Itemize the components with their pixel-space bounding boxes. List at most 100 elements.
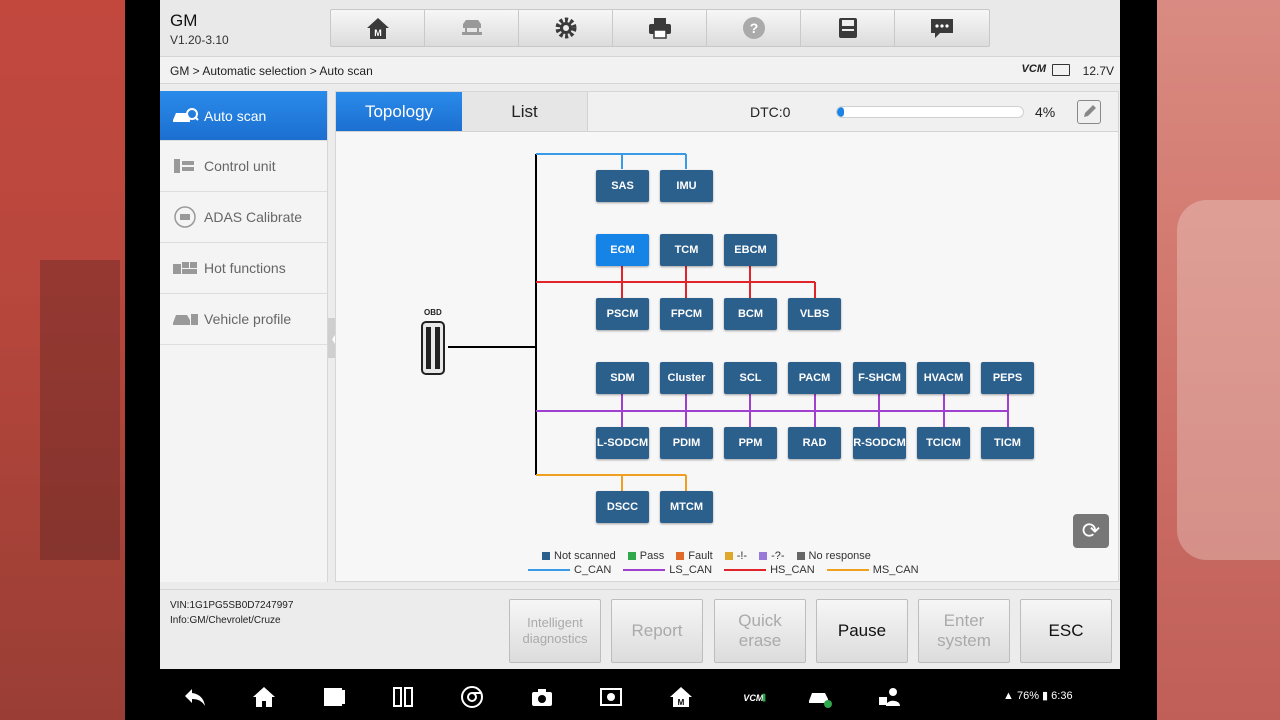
module-imu[interactable]: IMU xyxy=(660,170,713,202)
sidebar-item-label: Control unit xyxy=(204,158,276,174)
legend-item-ls-can: LS_CAN xyxy=(623,564,712,576)
sidebar-item-vehicle-profile[interactable]: Vehicle profile xyxy=(160,294,327,345)
vehicle-connect-button[interactable] xyxy=(805,683,835,711)
settings-button[interactable] xyxy=(519,10,613,46)
esc-button[interactable]: ESC xyxy=(1020,599,1112,663)
background-right xyxy=(1157,0,1280,720)
module-mtcm[interactable]: MTCM xyxy=(660,491,713,523)
obd-connector-icon xyxy=(421,321,445,375)
vci-button[interactable]: VCM xyxy=(735,683,775,711)
background-left xyxy=(0,0,125,720)
system-nav-bar: M VCM ▲ 76% ▮ 6:36 xyxy=(125,675,1157,720)
tab-bar: Topology List DTC:0 4% xyxy=(336,92,1118,132)
module-peps[interactable]: PEPS xyxy=(981,362,1034,394)
breadcrumb-bar: GM > Automatic selection > Auto scan VCM… xyxy=(160,56,1120,84)
browser-icon xyxy=(461,686,483,708)
module-pdim[interactable]: PDIM xyxy=(660,427,713,459)
print-button[interactable] xyxy=(613,10,707,46)
module-tcm[interactable]: TCM xyxy=(660,234,713,266)
help-button[interactable]: ? xyxy=(707,10,801,46)
module-r-sodcm[interactable]: R-SODCM xyxy=(853,427,906,459)
module-scl[interactable]: SCL xyxy=(724,362,777,394)
module-tcicm[interactable]: TCICM xyxy=(917,427,970,459)
tablet-frame: GM V1.20-3.10 M ? xyxy=(125,0,1157,720)
module-fpcm[interactable]: FPCM xyxy=(660,298,713,330)
sidebar-item-adas-calibrate[interactable]: ADAS Calibrate xyxy=(160,192,327,243)
bottom-bar: VIN:1G1PG5SB0D7247997 Info:GM/Chevrolet/… xyxy=(160,589,1120,669)
camera-button[interactable] xyxy=(527,683,557,711)
module-cluster[interactable]: Cluster xyxy=(660,362,713,394)
status-legend: Not scanned Pass Fault -!- -?- No respon… xyxy=(542,550,883,562)
pause-button[interactable]: Pause xyxy=(816,599,908,663)
recents-icon xyxy=(324,688,345,706)
scan-progress-fill xyxy=(837,107,845,117)
report-button[interactable]: Report xyxy=(611,599,703,663)
tab-list[interactable]: List xyxy=(462,92,588,131)
car-connect-icon xyxy=(809,693,832,708)
sidebar-item-label: Hot functions xyxy=(204,260,286,276)
module-sdm[interactable]: SDM xyxy=(596,362,649,394)
svg-text:M: M xyxy=(374,28,382,38)
vehicle-info: Info:GM/Chevrolet/Cruze xyxy=(170,615,281,626)
clock: 6:36 xyxy=(1051,690,1073,702)
help-icon: ? xyxy=(742,17,765,39)
home-icon: M xyxy=(366,18,389,39)
home-icon xyxy=(253,687,275,707)
module-ebcm[interactable]: EBCM xyxy=(724,234,777,266)
sidebar: Auto scan Control unit ADAS Calibrate Ho… xyxy=(160,91,328,582)
module-pscm[interactable]: PSCM xyxy=(596,298,649,330)
sidebar-item-hot-functions[interactable]: Hot functions xyxy=(160,243,327,294)
module-ppm[interactable]: PPM xyxy=(724,427,777,459)
sidebar-item-label: ADAS Calibrate xyxy=(204,209,303,225)
app-screen: GM V1.20-3.10 M ? xyxy=(160,0,1120,669)
maxisys-home-button[interactable]: M xyxy=(666,683,696,711)
module-f-shcm[interactable]: F-SHCM xyxy=(853,362,906,394)
module-vlbs[interactable]: VLBS xyxy=(788,298,841,330)
message-button[interactable] xyxy=(895,10,989,46)
sidebar-item-auto-scan[interactable]: Auto scan xyxy=(160,91,327,141)
svg-text:?: ? xyxy=(749,20,758,36)
adas-icon xyxy=(170,206,200,228)
scan-progress-bar xyxy=(836,106,1024,118)
module-ecm[interactable]: ECM xyxy=(596,234,649,266)
remote-support-button[interactable] xyxy=(875,683,905,711)
save-button[interactable] xyxy=(801,10,895,46)
main-panel: Topology List DTC:0 4% xyxy=(335,91,1119,582)
car-lift-icon xyxy=(461,20,482,35)
tab-topology[interactable]: Topology xyxy=(336,92,462,131)
app-version: V1.20-3.10 xyxy=(170,33,229,47)
split-screen-button[interactable] xyxy=(388,683,418,711)
edit-button[interactable] xyxy=(1077,100,1101,124)
car-lift-button[interactable] xyxy=(425,10,519,46)
voltage-readout: 12.7V xyxy=(1082,64,1114,78)
legend-item-ms-can: MS_CAN xyxy=(826,564,919,576)
toolbar: M ? xyxy=(330,9,990,47)
sidebar-item-control-unit[interactable]: Control unit xyxy=(160,141,327,192)
module-sas[interactable]: SAS xyxy=(596,170,649,202)
module-bcm[interactable]: BCM xyxy=(724,298,777,330)
browser-button[interactable] xyxy=(457,683,487,711)
hot-functions-icon xyxy=(170,257,200,279)
svg-text:VCM: VCM xyxy=(743,693,764,703)
back-button[interactable] xyxy=(180,683,210,711)
module-dscc[interactable]: DSCC xyxy=(596,491,649,523)
home-button[interactable]: M xyxy=(331,10,425,46)
module-hvacm[interactable]: HVACM xyxy=(917,362,970,394)
brightness-icon xyxy=(600,688,622,706)
system-status-area: ▲ 76% ▮ 6:36 xyxy=(1003,689,1073,702)
legend-item-pass: Pass xyxy=(627,550,664,562)
module-l-sodcm[interactable]: L-SODCM xyxy=(596,427,649,459)
intelligent-diagnostics-button[interactable]: Intelligent diagnostics xyxy=(509,599,601,663)
sidebar-item-label: Vehicle profile xyxy=(204,311,292,327)
recents-button[interactable] xyxy=(319,683,349,711)
module-pacm[interactable]: PACM xyxy=(788,362,841,394)
module-rad[interactable]: RAD xyxy=(788,427,841,459)
nav-home-button[interactable] xyxy=(249,683,279,711)
refresh-button[interactable]: ⟳ xyxy=(1073,514,1109,548)
scan-progress-percent: 4% xyxy=(1035,104,1056,120)
quick-erase-button[interactable]: Quick erase xyxy=(714,599,806,663)
enter-system-button[interactable]: Enter system xyxy=(918,599,1010,663)
module-ticm[interactable]: TICM xyxy=(981,427,1034,459)
chat-icon xyxy=(931,19,953,38)
brightness-button[interactable] xyxy=(596,683,626,711)
